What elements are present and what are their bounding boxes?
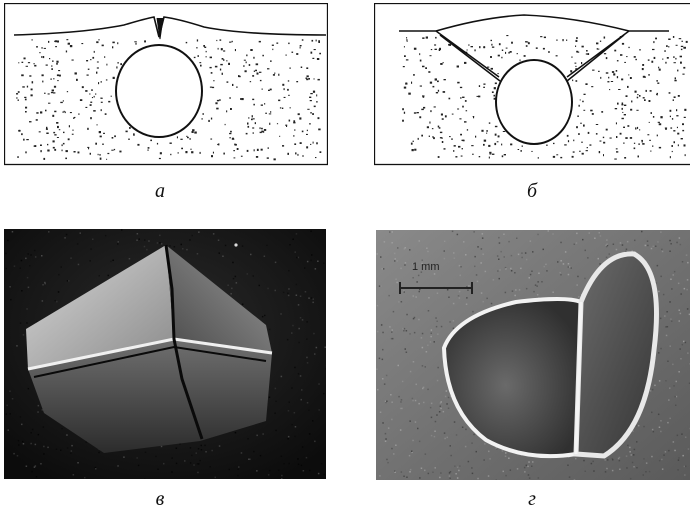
caption-a: а (140, 180, 180, 203)
dust-speck (234, 243, 237, 246)
caption-v: в (140, 488, 180, 511)
panel-v-photo (4, 229, 326, 479)
scale-bar-label: 1 mm (412, 261, 440, 273)
caption-b: б (512, 180, 552, 203)
panel-g-image: 1 mm (376, 230, 690, 480)
sphere-circle (116, 45, 202, 137)
caption-g: г (512, 488, 552, 511)
panel-g-photo: 1 mm (376, 230, 690, 480)
panel-a-drawing (4, 3, 328, 167)
panel-b-drawing (374, 3, 690, 167)
panel-a-schematic (4, 3, 328, 167)
panel-b-schematic (374, 3, 690, 167)
sphere-circle (496, 60, 572, 144)
panel-v-image (4, 229, 326, 479)
